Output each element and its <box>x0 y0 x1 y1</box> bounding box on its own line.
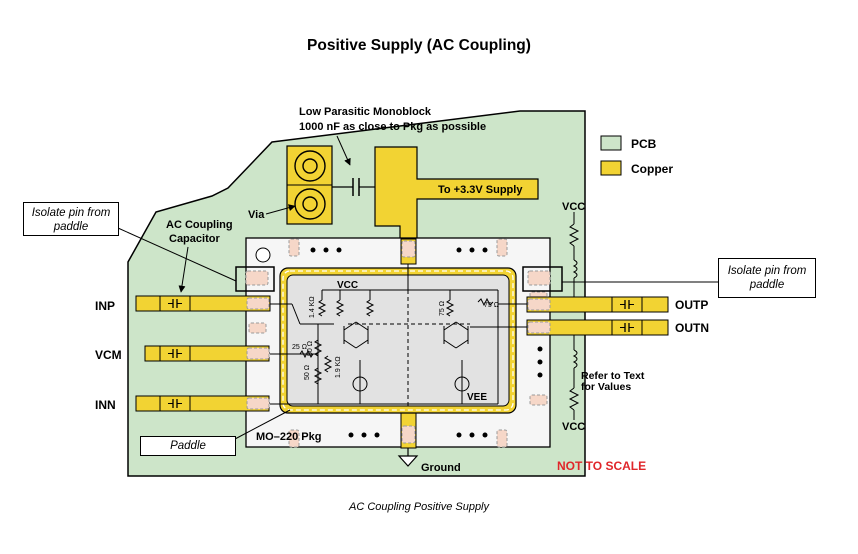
inductor-icon <box>572 259 578 279</box>
current-source-icon <box>352 360 470 392</box>
refer-label-1: Refer to Text <box>581 370 645 382</box>
isolate-callout-left: Isolate pin from paddle <box>23 202 119 236</box>
resistor-75v-label: 75 Ω <box>439 301 446 316</box>
resistor-50a-label: 50 Ω <box>307 341 314 356</box>
paddle-callout: Paddle <box>140 436 236 456</box>
transistor-icon <box>343 321 469 349</box>
monoblock-label-1: Low Parasitic Monoblock <box>299 106 432 118</box>
capacitor-icon <box>611 296 643 313</box>
resistor-25-label: 25 Ω <box>292 344 307 351</box>
legend-pcb-swatch <box>600 135 622 151</box>
supply-label: To +3.3V Supply <box>438 184 523 196</box>
capacitor-icon <box>332 178 375 196</box>
pin-inp-label: INP <box>95 299 115 313</box>
legend-copper-label: Copper <box>631 162 673 176</box>
figure-caption: AC Coupling Positive Supply <box>348 501 491 513</box>
isolate-callout-right: Isolate pin from paddle <box>718 258 816 298</box>
legend-pcb-label: PCB <box>631 137 657 151</box>
resistor-icon <box>299 297 494 385</box>
pin1-marker <box>255 247 271 263</box>
isolate-callout-left-text: Isolate pin from paddle <box>31 207 111 233</box>
right-rail-network <box>568 212 580 420</box>
outp-trace <box>526 296 669 313</box>
inp-trace <box>135 295 271 312</box>
circuit-vcc-label: VCC <box>337 280 358 291</box>
coupling-label-1: AC Coupling <box>166 219 233 231</box>
not-to-scale-label: NOT TO SCALE <box>557 459 646 473</box>
rail-vcc-top-label: VCC <box>562 201 585 213</box>
resistor-1-4k-label: 1.4 KΩ <box>309 296 316 318</box>
diagram-title: Positive Supply (AC Coupling) <box>307 37 531 54</box>
via-icon <box>294 150 326 182</box>
paddle-center <box>286 274 510 407</box>
ground-icon <box>397 448 419 467</box>
capacitor-icon <box>159 295 191 312</box>
pin-outp-label: OUTP <box>675 298 708 312</box>
via-icon <box>294 188 326 220</box>
pin-vcm-label: VCM <box>95 348 122 362</box>
coupling-label-2: Capacitor <box>169 233 220 245</box>
legend: PCB Copper <box>600 135 673 176</box>
via-label: Via <box>248 209 265 221</box>
isolate-box-left <box>235 266 275 292</box>
resistor-1-9k-label: 1.9 KΩ <box>335 356 342 378</box>
capacitor-icon <box>159 395 191 412</box>
isolate-callout-right-text: Isolate pin from paddle <box>727 265 807 291</box>
package-label: MO–220 Pkg <box>256 431 321 443</box>
legend-copper-swatch <box>600 160 622 176</box>
monoblock-label-2: 1000 nF as close to Pkg as possible <box>299 121 486 133</box>
outn-trace <box>526 319 669 336</box>
capacitor-icon <box>611 319 643 336</box>
capacitor-icon <box>159 345 191 362</box>
inductor-icon <box>572 349 578 369</box>
resistor-75h-label: 75 Ω <box>484 302 499 309</box>
circuit-vee-label: VEE <box>467 392 487 403</box>
paddle-callout-text: Paddle <box>170 440 206 452</box>
refer-label-2: for Values <box>581 381 631 393</box>
ground-label: Ground <box>421 462 461 474</box>
pin-inn-label: INN <box>95 398 116 412</box>
inn-trace <box>135 395 270 412</box>
resistor-50b-label: 50 Ω <box>304 365 311 380</box>
isolate-box-right <box>522 266 563 292</box>
package-pin-dots <box>310 247 543 438</box>
rail-vcc-bottom-label: VCC <box>562 421 585 433</box>
pin-outn-label: OUTN <box>675 321 709 335</box>
